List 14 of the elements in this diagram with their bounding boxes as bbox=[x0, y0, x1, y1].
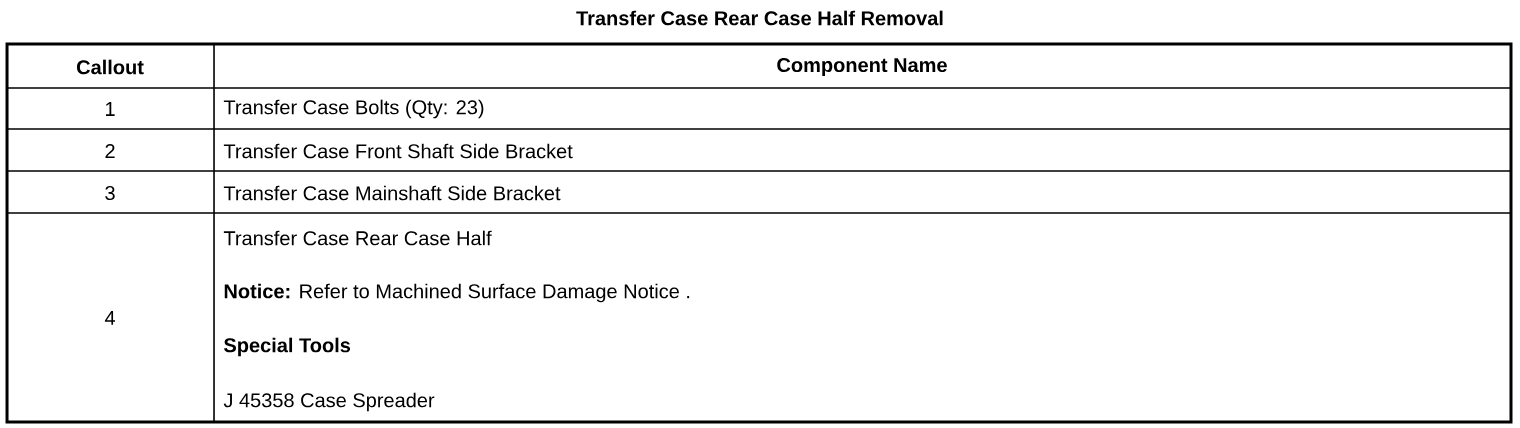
component-name: Transfer Case Front Shaft Side Bracket bbox=[223, 143, 573, 159]
callout-number: 3 bbox=[105, 185, 115, 201]
callout-number: 1 bbox=[106, 102, 115, 116]
column-header: Component Name bbox=[777, 57, 947, 77]
callout-number: 2 bbox=[105, 144, 115, 158]
table-title: Transfer Case Rear Case Half Removal bbox=[576, 10, 943, 26]
section-heading: Special Tools bbox=[224, 337, 351, 357]
column-header: Callout bbox=[76, 59, 144, 75]
component-name: Transfer Case Bolts (Qty: 23) bbox=[223, 99, 484, 119]
tool-name: J 45358 Case Spreader bbox=[223, 392, 435, 412]
callout-number: 4 bbox=[104, 311, 115, 325]
notice-text: Notice: Refer to Machined Surface Damage Notice . bbox=[224, 283, 690, 303]
component-name: Transfer Case Mainshaft Side Bracket bbox=[223, 185, 561, 201]
component-name: Transfer Case Rear Case Half bbox=[223, 230, 492, 246]
